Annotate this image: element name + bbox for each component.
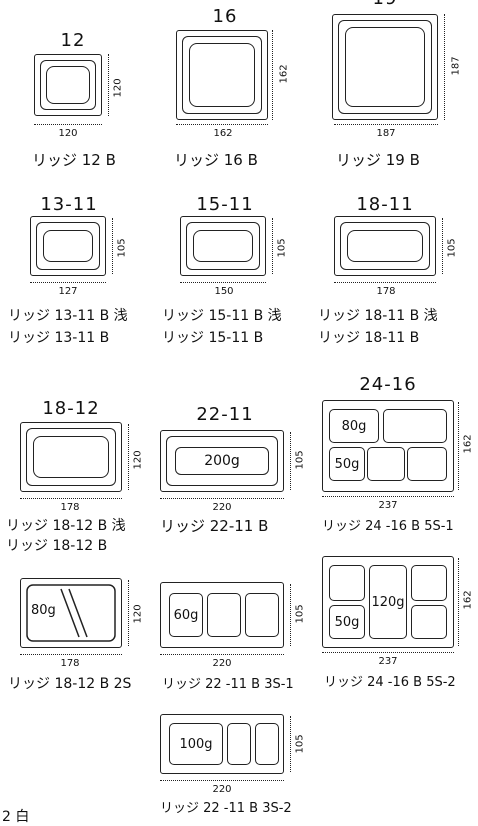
tray-22-11-3s-2: 100g [160,714,284,774]
width-dimension-22-11: 220 [212,502,232,513]
width-dimension-18-12: 178 [60,502,80,513]
tray-12 [34,54,102,116]
height-dimension-22-11-3s-2: 105 [294,734,306,754]
width-dimension-22-11-3s-2: 220 [212,784,232,795]
tray-18-12-2s: 80g [20,578,122,648]
color-note: 2 白 [2,809,30,825]
tray-13-11 [30,216,106,276]
height-dimension-16: 162 [278,64,290,84]
product-caption-15-11-shallow: リッジ 15-11 B 浅 [162,308,282,324]
product-title-19: 19 [360,0,410,9]
height-dimension-12: 120 [112,78,124,98]
product-caption-19: リッジ 19 B [336,151,420,169]
product-caption-18-11-shallow: リッジ 18-11 B 浅 [318,308,438,324]
tray-18-12 [20,422,122,492]
height-dimension-18-12-2s: 120 [132,604,144,624]
product-caption-18-11: リッジ 18-11 B [318,330,420,346]
width-dimension-13-11: 127 [58,286,78,297]
width-dimension-18-11: 178 [376,286,396,297]
height-dimension-13-11: 105 [116,238,128,258]
height-dimension-24-16-5s-2: 162 [462,590,474,610]
product-title-15-11: 15-11 [196,194,254,215]
width-dimension-16: 162 [213,128,233,139]
product-title-18-12: 18-12 [42,398,100,419]
width-dimension-15-11: 150 [214,286,234,297]
product-title-16: 16 [212,6,238,27]
tray-18-12-2s-divider [26,584,116,642]
tray-19 [332,14,438,120]
tray-22-11-label: 200g [175,447,269,475]
height-dimension-19: 187 [450,56,462,76]
width-dimension-22-11-3s-1: 220 [212,658,232,669]
product-caption-13-11: リッジ 13-11 B [8,330,110,346]
compartment-120g: 120g [369,565,407,639]
product-caption-22-11: リッジ 22-11 B [160,517,269,535]
width-dimension-18-12-2s: 178 [60,658,80,669]
compartment-80g: 80g [329,409,379,443]
height-dimension-15-11: 105 [276,238,288,258]
product-title-22-11: 22-11 [196,404,254,425]
compartment-80g: 80g [31,603,56,618]
tray-16 [176,30,268,120]
product-title-12: 12 [60,30,86,51]
tray-24-16-5s-1: 80g 50g [322,400,454,492]
tray-22-11-3s-1: 60g [160,582,284,648]
compartment-60g: 60g [169,593,203,637]
product-caption-18-12-2s: リッジ 18-12 B 2S [8,676,132,692]
product-title-13-11: 13-11 [40,194,98,215]
product-caption-13-11-shallow: リッジ 13-11 B 浅 [8,308,128,324]
product-caption-18-12-shallow: リッジ 18-12 B 浅 [6,518,126,534]
height-dimension-18-12: 120 [132,450,144,470]
tray-24-16-5s-2: 120g 50g [322,556,454,648]
compartment-100g: 100g [169,723,223,765]
width-dimension-12: 120 [58,128,78,139]
product-caption-15-11: リッジ 15-11 B [162,330,264,346]
height-dimension-24-16-5s-1: 162 [462,434,474,454]
product-title-24-16: 24-16 [359,374,417,395]
product-caption-22-11-3s-1: リッジ 22 -11 B 3S-1 [162,677,294,692]
tray-15-11 [180,216,266,276]
height-dimension-22-11-3s-1: 105 [294,604,306,624]
product-caption-18-12: リッジ 18-12 B [6,538,108,554]
tray-22-11: 200g [160,430,284,492]
width-dimension-24-16-5s-2: 237 [378,656,398,667]
compartment-50g: 50g [329,447,365,481]
compartment-50g: 50g [329,605,365,639]
product-title-18-11: 18-11 [356,194,414,215]
height-dimension-18-11: 105 [446,238,458,258]
product-caption-22-11-3s-2: リッジ 22 -11 B 3S-2 [160,801,292,816]
product-caption-16: リッジ 16 B [174,151,258,169]
width-dimension-19: 187 [376,128,396,139]
product-caption-24-16-5s-1: リッジ 24 -16 B 5S-1 [322,519,454,534]
width-dimension-24-16-5s-1: 237 [378,500,398,511]
height-dimension-22-11: 105 [294,450,306,470]
tray-18-11 [334,216,436,276]
product-caption-12: リッジ 12 B [32,151,116,169]
product-caption-24-16-5s-2: リッジ 24 -16 B 5S-2 [324,675,456,690]
